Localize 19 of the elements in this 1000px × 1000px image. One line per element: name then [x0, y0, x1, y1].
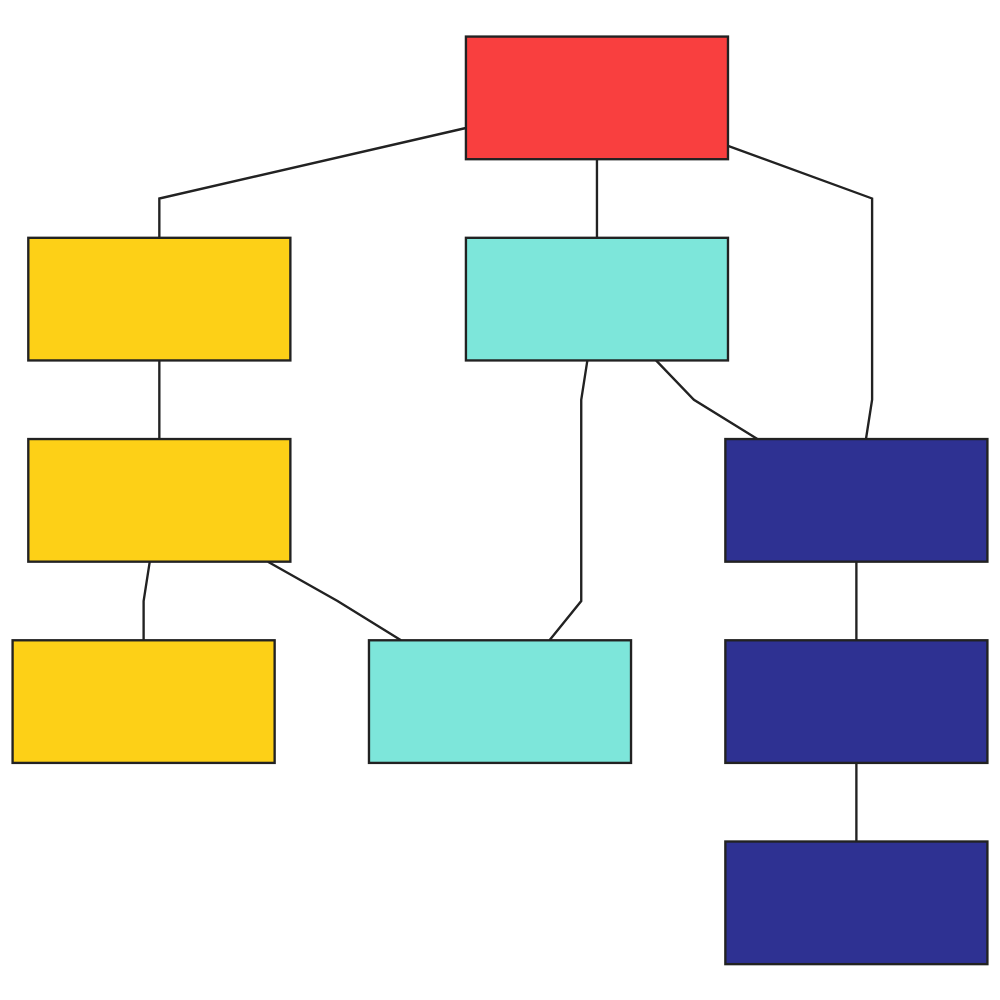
- connector: [655, 359, 758, 440]
- connector: [158, 126, 467, 238]
- node-box: [464, 35, 730, 160]
- connector: [142, 561, 151, 640]
- connector: [595, 158, 599, 238]
- connector: [158, 360, 161, 439]
- node-box: [27, 437, 292, 563]
- node-box: [11, 638, 276, 764]
- node-box: [724, 437, 989, 563]
- node-box: [724, 839, 989, 965]
- node-box: [724, 638, 989, 764]
- node-box: [27, 236, 292, 362]
- connector: [727, 144, 874, 439]
- node-box: [464, 236, 730, 362]
- connector: [548, 359, 589, 641]
- connector: [855, 561, 858, 640]
- connector: [267, 560, 402, 641]
- connector: [855, 762, 858, 842]
- node-box: [367, 638, 633, 764]
